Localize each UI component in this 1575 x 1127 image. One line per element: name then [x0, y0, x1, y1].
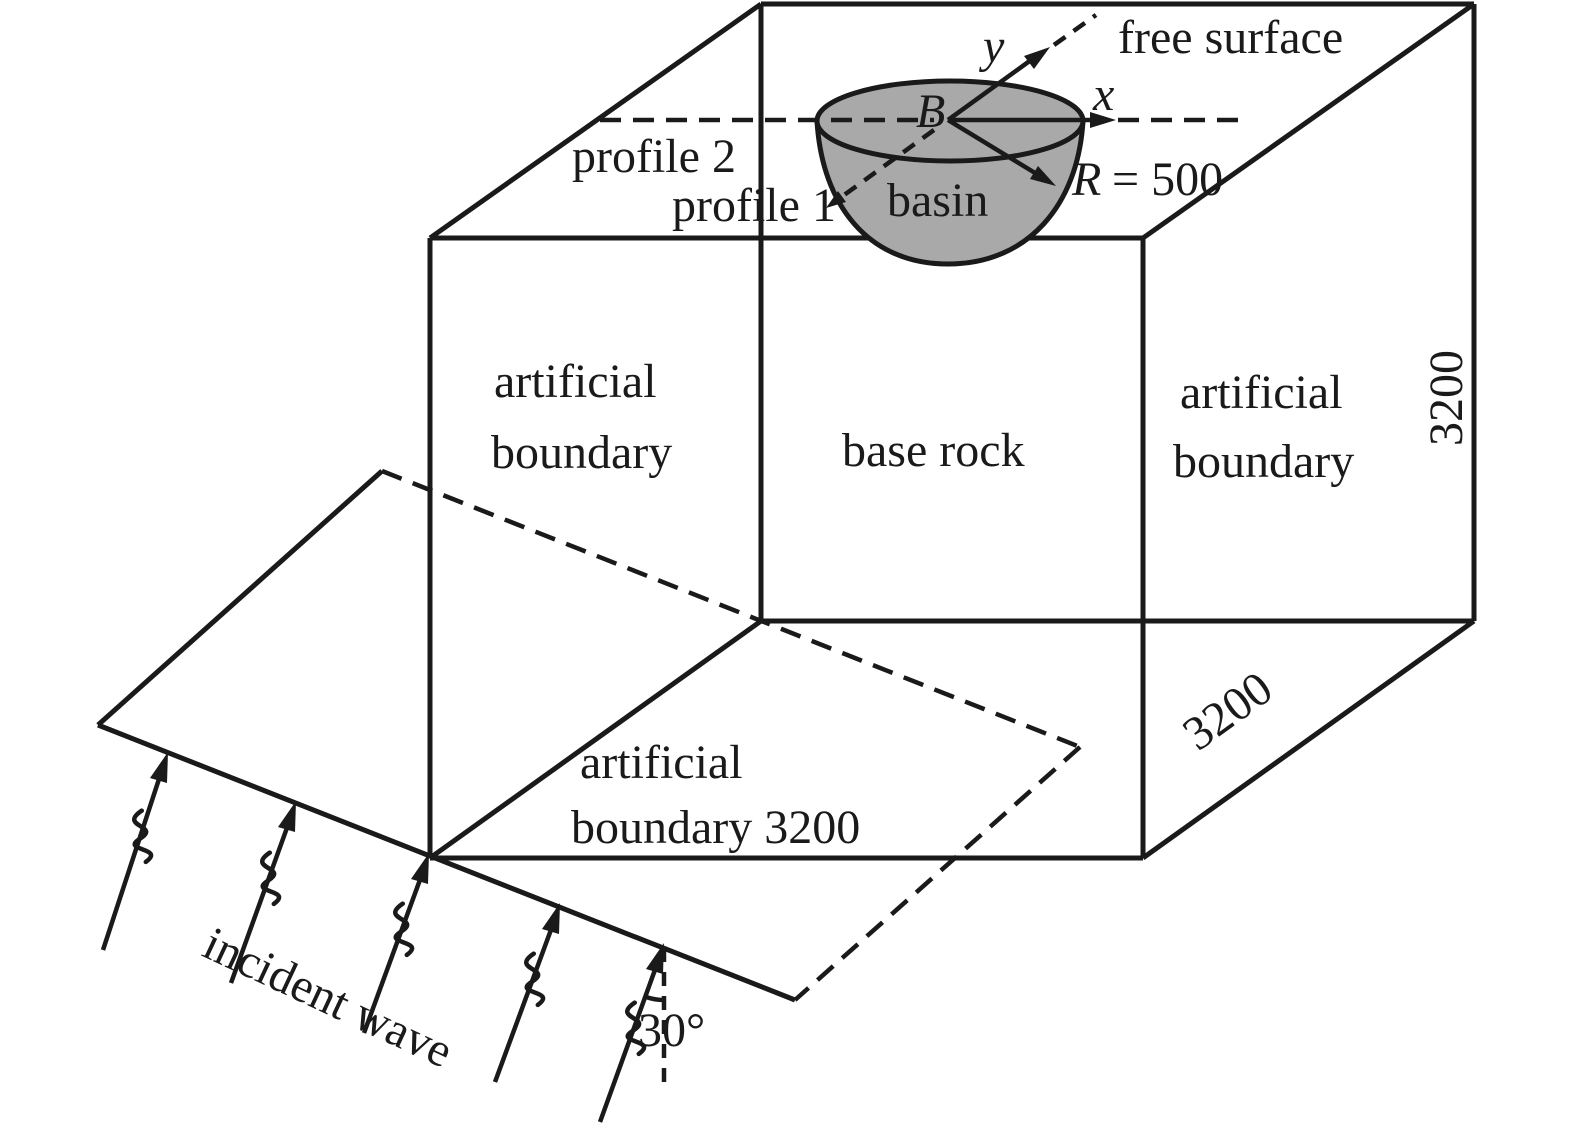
- arrowhead-icon: [411, 853, 429, 884]
- bottom-plane-label-line1: artificial: [580, 736, 743, 789]
- profile-1-label: profile 1: [672, 179, 836, 232]
- wave-squiggle-icon: [393, 901, 415, 958]
- incident-arrow: [228, 801, 296, 984]
- x-axis-arrowhead-icon: [1090, 112, 1116, 128]
- plane-left-edge: [96, 469, 384, 727]
- radius-line: [946, 118, 1042, 178]
- plane-back-edge-hidden: [381, 468, 1081, 750]
- wave-squiggle-icon: [132, 808, 154, 865]
- x-axis-label: x: [1092, 68, 1114, 121]
- cube-top-left-slant-edge: [428, 1, 763, 241]
- incident-arrow: [361, 853, 429, 1034]
- incident-wave-arrows: [100, 752, 664, 1123]
- cube-bottom-left-slant-edge: [428, 618, 763, 861]
- cube-bottom-right-slant-edge: [1141, 618, 1476, 861]
- radius-arrowhead-icon: [1030, 166, 1056, 186]
- incident-wave-label: incident wave: [195, 917, 460, 1078]
- right-height-dimension: 3200: [1420, 350, 1473, 446]
- arrowhead-icon: [150, 752, 168, 783]
- base-rock-label: base rock: [842, 424, 1025, 477]
- right-face-label-line1: artificial: [1180, 366, 1343, 419]
- free-surface-label: free surface: [1118, 11, 1343, 64]
- profile1-dashed-line: [838, 128, 936, 200]
- bottom-plane-edges: [96, 468, 1082, 1003]
- y-axis-dashed-extension: [1052, 13, 1098, 47]
- right-face-label-line2: boundary: [1173, 435, 1354, 488]
- cube-edges: [427, 1, 1477, 861]
- arrowhead-icon: [542, 903, 560, 934]
- left-face-label-line1: artificial: [494, 355, 657, 408]
- basin-label: basin: [887, 174, 988, 227]
- cube-top-right-slant-edge: [1141, 1, 1476, 241]
- profile1-arrowhead-icon: [826, 191, 846, 208]
- radius-symbol-label: R: [1071, 153, 1101, 206]
- depth-dimension: 3200: [1173, 662, 1282, 761]
- arrowhead-icon: [646, 943, 664, 974]
- bottom-plane-label-line2: boundary 3200: [571, 801, 860, 854]
- arrowhead-icon: [278, 801, 296, 832]
- wave-squiggle-icon: [625, 1000, 647, 1057]
- y-axis-arrowhead-icon: [1024, 47, 1050, 69]
- incidence-angle-marker: [645, 948, 667, 1090]
- incidence-angle-label: 30°: [638, 1004, 705, 1057]
- y-axis-line: [946, 58, 1033, 122]
- radius-value-label: = 500: [1112, 153, 1223, 206]
- point-b-label: B: [916, 85, 945, 138]
- wave-squiggle-icon: [524, 951, 546, 1008]
- surface-axes: [600, 13, 1246, 208]
- y-axis-label: y: [978, 20, 1005, 73]
- plane-front-edge: [97, 722, 796, 1003]
- incident-arrow: [597, 943, 664, 1123]
- incident-arrow: [492, 903, 560, 1083]
- plane-right-edge-hidden: [793, 745, 1082, 1002]
- left-face-label-line2: boundary: [491, 426, 672, 479]
- wave-squiggle-icon: [260, 850, 282, 907]
- profile-2-label: profile 2: [572, 130, 736, 183]
- incident-arrow: [100, 752, 168, 951]
- angle-arc: [645, 994, 665, 1003]
